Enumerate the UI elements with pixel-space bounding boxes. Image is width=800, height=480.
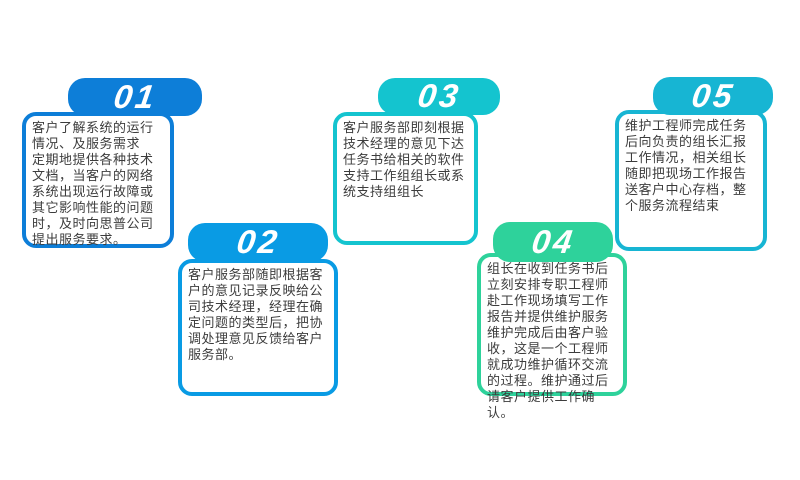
step-03-number: 03 [415,77,464,114]
step-02-number: 02 [234,223,283,260]
step-04-number: 04 [529,222,578,260]
step-04-number-tab: 04 [493,222,613,262]
step-04-description: 组长在收到任务书后立刻安排专职工程师赴工作现场填写工作报告并提供维护服务维护完成… [487,261,609,420]
step-02-description: 客户服务部随即根据客户的意见记录反映给公司技术经理，经理在确定问题的类型后，把协… [188,267,324,362]
step-01-card: 客户了解系统的运行情况、及服务需求 定期地提供各种技术文档，当客户的网络 系统出… [22,112,174,248]
step-05-card: 维护工程师完成任务后向负责的组长汇报工作情况，相关组长随即把现场工作报告送客户中… [615,110,767,251]
step-05-description: 维护工程师完成任务后向负责的组长汇报工作情况，相关组长随即把现场工作报告送客户中… [625,118,747,213]
step-05-number: 05 [689,76,738,114]
step-03-description: 客户服务部即刻根据技术经理的意见下达任务书给相关的软件支持工作组组长或系统支持组… [343,120,465,199]
step-05-number-tab: 05 [653,77,773,115]
step-02-card: 客户服务部随即根据客户的意见记录反映给公司技术经理，经理在确定问题的类型后，把协… [178,259,338,396]
step-01-description: 客户了解系统的运行情况、及服务需求 定期地提供各种技术文档，当客户的网络 系统出… [32,120,154,247]
step-03-number-tab: 03 [378,77,500,115]
step-01-number-tab: 01 [68,78,202,116]
step-02-number-tab: 02 [188,223,328,262]
step-01-number: 01 [111,77,160,115]
step-04-card: 组长在收到任务书后立刻安排专职工程师赴工作现场填写工作报告并提供维护服务维护完成… [477,253,627,420]
step-03-card: 客户服务部即刻根据技术经理的意见下达任务书给相关的软件支持工作组组长或系统支持组… [333,112,478,245]
